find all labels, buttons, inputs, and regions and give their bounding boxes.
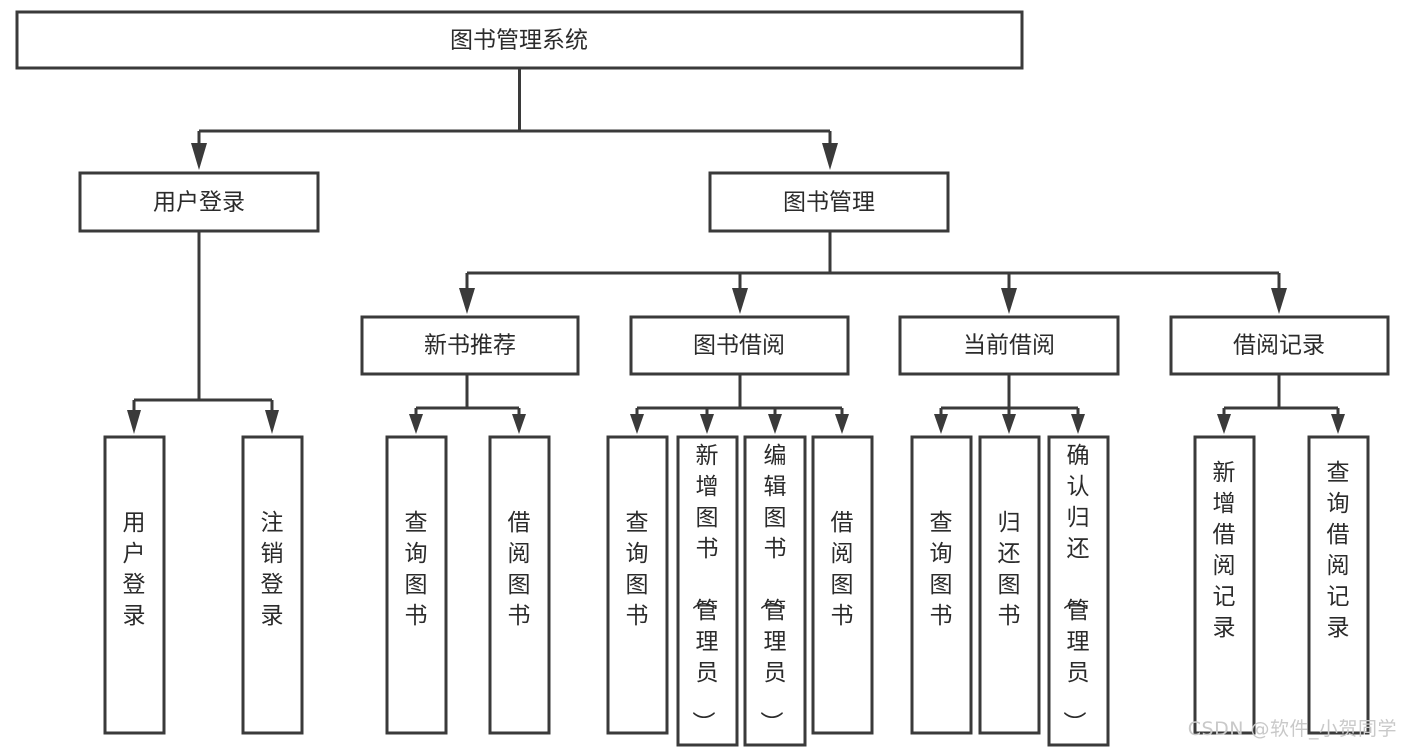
- leaf-book-borrow-1[interactable]: 查询图书: [606, 435, 669, 735]
- arrow-to-current-borrow: [1001, 288, 1017, 314]
- node-book-management-label: 图书管理: [783, 190, 875, 216]
- node-current-borrow[interactable]: 当前借阅: [898, 315, 1120, 376]
- edges-borrow-record-to-leaves: [1217, 374, 1345, 434]
- leaf-user-login-2-label: 注销登录: [261, 510, 284, 629]
- arrow-user-login-leaf1: [127, 410, 141, 434]
- node-user-login-box[interactable]: [78, 171, 320, 233]
- node-book-borrow[interactable]: 图书借阅: [629, 315, 850, 376]
- leaf-new-book-2-label: 借阅图书: [508, 510, 531, 629]
- arrow-new-book-leaf2: [512, 414, 526, 434]
- edges-new-book-to-leaves: [409, 374, 526, 434]
- leaf-borrow-record-1-box[interactable]: [1193, 435, 1256, 735]
- leaf-book-borrow-3-box[interactable]: [743, 435, 807, 747]
- arrow-to-borrow-record: [1271, 288, 1287, 314]
- leaf-book-borrow-3-label: 编辑图书（管理员）: [758, 443, 787, 734]
- arrow-to-user-login: [191, 143, 207, 170]
- leaf-new-book-2[interactable]: 借阅图书: [488, 435, 551, 735]
- leaf-book-borrow-4-box[interactable]: [811, 435, 874, 735]
- leaf-new-book-1-label: 查询图书: [405, 510, 428, 629]
- node-book-borrow-label: 图书借阅: [693, 333, 785, 359]
- node-root-label: 图书管理系统: [450, 28, 588, 54]
- leaf-user-login-1-label: 用户登录: [123, 510, 146, 629]
- node-user-login-label: 用户登录: [153, 190, 245, 216]
- leaf-borrow-record-2[interactable]: 查询借阅记录: [1307, 435, 1370, 735]
- node-book-management-box[interactable]: [708, 171, 950, 233]
- edges-user-login-to-leaves: [127, 231, 279, 434]
- leaf-book-borrow-4[interactable]: 借阅图书: [811, 435, 874, 735]
- arrow-current-borrow-leaf1: [934, 414, 948, 434]
- node-root-box[interactable]: [15, 10, 1024, 70]
- leaf-current-borrow-1-box[interactable]: [910, 435, 973, 735]
- arrow-book-borrow-leaf3: [768, 414, 782, 434]
- node-current-borrow-box[interactable]: [898, 315, 1120, 376]
- edges-root-to-level2: [191, 68, 838, 170]
- leaf-book-borrow-4-label: 借阅图书: [831, 510, 854, 629]
- node-book-management[interactable]: 图书管理: [708, 171, 950, 233]
- leaf-new-book-2-box[interactable]: [488, 435, 551, 735]
- watermark-text: CSDN @软件_小贺同学: [1187, 718, 1397, 740]
- node-new-book-recommend-label: 新书推荐: [424, 333, 516, 359]
- leaf-user-login-2[interactable]: 注销登录: [241, 435, 304, 735]
- leaf-new-book-1[interactable]: 查询图书: [385, 435, 448, 735]
- leaf-user-login-2-box[interactable]: [241, 435, 304, 735]
- node-borrow-record[interactable]: 借阅记录: [1169, 315, 1390, 376]
- node-new-book-recommend-box[interactable]: [360, 315, 580, 376]
- leaf-borrow-record-2-box[interactable]: [1307, 435, 1370, 735]
- arrow-current-borrow-leaf2: [1002, 414, 1016, 434]
- arrow-current-borrow-leaf3: [1071, 414, 1085, 434]
- leaf-book-borrow-1-box[interactable]: [606, 435, 669, 735]
- leaf-borrow-record-2-label: 查询借阅记录: [1327, 460, 1350, 641]
- leaf-current-borrow-3-box[interactable]: [1047, 435, 1110, 747]
- leaf-current-borrow-2-box[interactable]: [978, 435, 1041, 735]
- leaf-book-borrow-2-label: 新增图书（管理员）: [690, 443, 719, 734]
- node-root[interactable]: 图书管理系统: [15, 10, 1024, 70]
- leaf-borrow-record-1[interactable]: 新增借阅记录: [1193, 435, 1256, 735]
- arrow-borrow-record-leaf1: [1217, 414, 1231, 434]
- leaf-book-borrow-1-label: 查询图书: [626, 510, 649, 629]
- node-user-login[interactable]: 用户登录: [78, 171, 320, 233]
- leaf-current-borrow-1-label: 查询图书: [930, 510, 953, 629]
- arrow-new-book-leaf1: [409, 414, 423, 434]
- leaf-current-borrow-3-label: 确认归还（管理员）: [1061, 443, 1090, 734]
- arrow-book-borrow-leaf2: [700, 414, 714, 434]
- arrow-to-book-mgmt: [822, 143, 838, 170]
- leaf-borrow-record-1-label: 新增借阅记录: [1213, 460, 1236, 641]
- leaf-user-login-1[interactable]: 用户登录: [103, 435, 166, 735]
- node-current-borrow-label: 当前借阅: [963, 333, 1055, 359]
- arrow-to-book-borrow: [732, 288, 748, 314]
- node-new-book-recommend[interactable]: 新书推荐: [360, 315, 580, 376]
- arrow-book-borrow-leaf1: [630, 414, 644, 434]
- node-book-borrow-box[interactable]: [629, 315, 850, 376]
- arrow-to-new-book: [459, 288, 475, 314]
- arrow-user-login-leaf2: [265, 410, 279, 434]
- edges-book-borrow-to-leaves: [630, 374, 849, 434]
- leaf-current-borrow-2[interactable]: 归还图书: [978, 435, 1041, 735]
- leaf-current-borrow-1[interactable]: 查询图书: [910, 435, 973, 735]
- leaf-new-book-1-box[interactable]: [385, 435, 448, 735]
- arrow-book-borrow-leaf4: [835, 414, 849, 434]
- node-borrow-record-box[interactable]: [1169, 315, 1390, 376]
- leaf-book-borrow-2[interactable]: 新增图书（管理员）: [676, 435, 739, 747]
- edges-current-borrow-to-leaves: [934, 374, 1085, 434]
- leaf-book-borrow-2-box[interactable]: [676, 435, 739, 747]
- node-borrow-record-label: 借阅记录: [1233, 333, 1325, 359]
- leaf-current-borrow-3[interactable]: 确认归还（管理员）: [1047, 435, 1110, 747]
- leaf-user-login-1-box[interactable]: [103, 435, 166, 735]
- arrow-borrow-record-leaf2: [1331, 414, 1345, 434]
- leaf-current-borrow-2-label: 归还图书: [998, 510, 1021, 629]
- edges-book-mgmt-to-level3: [459, 231, 1287, 314]
- leaf-book-borrow-3[interactable]: 编辑图书（管理员）: [743, 435, 807, 747]
